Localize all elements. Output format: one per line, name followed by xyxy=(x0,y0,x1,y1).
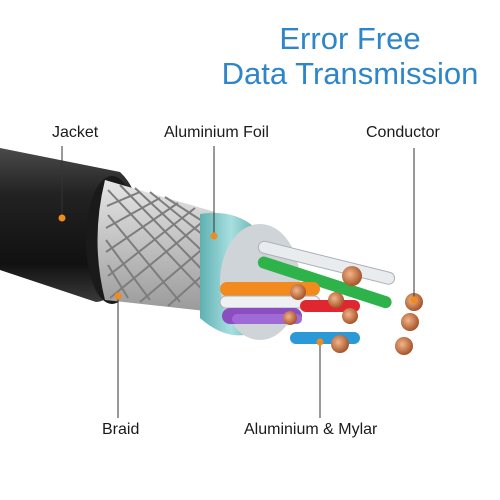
label-jacket: Jacket xyxy=(52,124,99,141)
braid-pointer-dot xyxy=(114,292,122,300)
foil-pointer-dot xyxy=(210,232,218,240)
braid xyxy=(97,180,215,312)
pair-red xyxy=(300,300,360,312)
pointer-dots xyxy=(58,214,418,346)
label-aluminium-foil: Aluminium Foil xyxy=(164,124,269,141)
mylar-pointer-dot xyxy=(316,338,324,346)
label-braid: Braid xyxy=(102,421,140,438)
title-line-2: Data Transmission xyxy=(221,56,479,91)
pair-blue xyxy=(290,332,360,344)
label-aluminium-mylar: Aluminium & Mylar xyxy=(244,421,378,438)
conductor-pointer-dot xyxy=(410,296,418,304)
jacket-pointer-dot xyxy=(58,214,66,222)
label-conductor: Conductor xyxy=(366,124,440,141)
leader-lines xyxy=(61,146,415,418)
title-line-1: Error Free xyxy=(279,21,421,56)
